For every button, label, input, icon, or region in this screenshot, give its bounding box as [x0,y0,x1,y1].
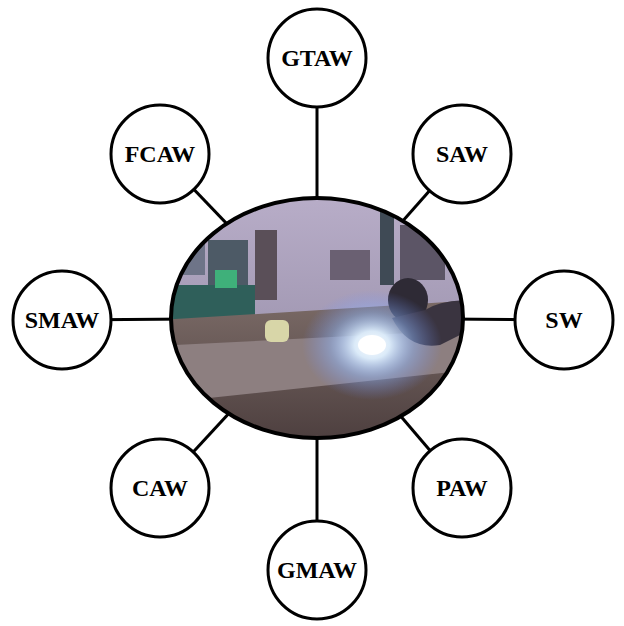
process-label: CAW [132,476,188,500]
process-label: SW [545,308,582,332]
process-circle: SW [513,269,615,371]
hub-outline [171,198,463,438]
spoke-lines [62,58,564,570]
process-label: PAW [436,476,488,500]
process-circle: GMAW [266,519,368,621]
process-circle: SMAW [11,269,113,371]
process-circle: CAW [109,437,211,539]
process-circle: PAW [411,437,513,539]
process-circle: FCAW [109,103,211,205]
process-label: GMAW [277,558,357,582]
process-circle: SAW [411,103,513,205]
process-label: GTAW [281,46,353,70]
process-label: SAW [436,142,488,166]
process-label: SMAW [25,308,100,332]
process-circle: GTAW [266,7,368,109]
workshop-photo [160,190,480,450]
process-label: FCAW [125,142,196,166]
